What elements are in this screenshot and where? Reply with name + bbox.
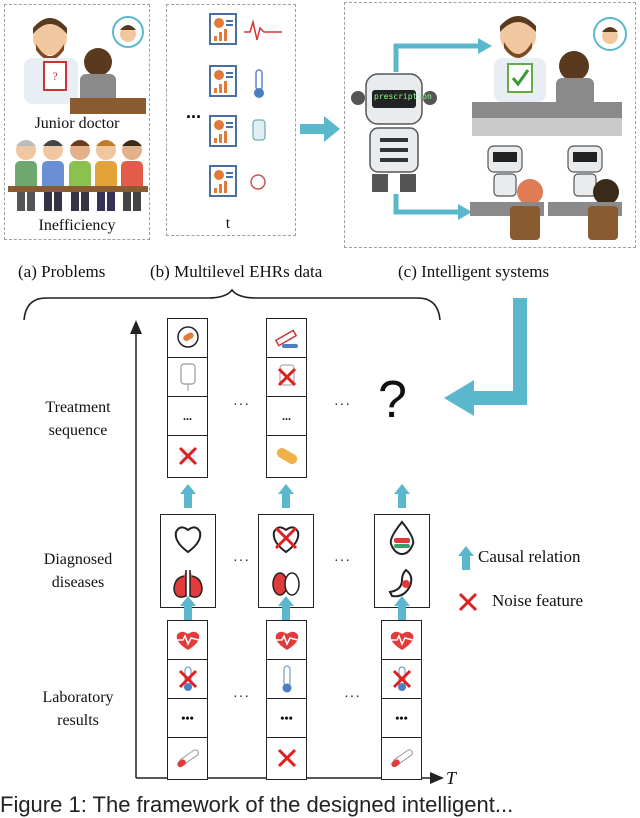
bold-dots-cell: ••• — [267, 699, 306, 738]
pill-icon — [267, 436, 306, 475]
diagnosed-column-1 — [160, 514, 216, 608]
thermometer-icon — [267, 660, 306, 699]
noise-cross-icon — [267, 358, 306, 397]
test-tube-icon — [168, 738, 207, 777]
brace-icon — [23, 288, 441, 321]
question-mark: ? — [378, 371, 407, 429]
caption-c: (c) Intelligent systems — [398, 262, 550, 281]
noise-cross-legend-icon — [458, 592, 478, 612]
legend-causal-label: Causal relation — [478, 547, 581, 566]
noise-cross-icon — [168, 660, 207, 699]
patients-queue-illustration — [8, 140, 148, 211]
treatment-column-2: ... — [266, 318, 307, 478]
panel-c-box — [344, 2, 636, 248]
ellipsis-lab-1: ··· — [233, 690, 250, 705]
heart-noise-icon — [259, 515, 313, 561]
causal-arrows — [180, 484, 410, 620]
ellipsis-treatment-1: ··· — [233, 398, 250, 413]
ellipsis-treatment-2: ··· — [334, 398, 351, 413]
dots-cell: ... — [267, 397, 306, 436]
test-tube-icon — [382, 738, 421, 777]
heart-rate-icon — [382, 621, 421, 660]
ellipsis-diagnosed-1: ··· — [233, 554, 250, 569]
noise-cross-icon — [267, 738, 306, 777]
figure-caption: Figure 1: The framework of the designed … — [0, 792, 514, 817]
caption-b: (b) Multilevel EHRs data — [150, 262, 323, 281]
heart-rate-icon — [168, 621, 207, 660]
drop-icon — [375, 515, 429, 561]
time-label: t — [225, 215, 231, 232]
lab-column-2: ••• — [266, 620, 307, 780]
row-label-treatment: Treatment sequence — [45, 399, 111, 440]
intelligent-system-illustration — [351, 16, 627, 240]
heart-rate-icon — [267, 621, 306, 660]
causal-arrow-legend-icon — [458, 546, 474, 570]
svg-text:?: ? — [52, 69, 57, 83]
noise-cross-icon — [168, 436, 207, 475]
bold-dots-cell: ••• — [168, 699, 207, 738]
bold-dots-cell: ••• — [382, 699, 421, 738]
ehr-records-illustration: ... — [186, 13, 282, 197]
stomach-icon — [375, 561, 429, 607]
robot-screen-text: prescription — [374, 92, 432, 101]
diagnosed-column-2 — [258, 514, 314, 608]
iv-bag-icon — [168, 358, 207, 397]
panel-a-box — [4, 4, 150, 240]
syringe-icon — [267, 319, 306, 358]
capsule-chat-icon — [168, 319, 207, 358]
junior-doctor-label: Junior doctor — [34, 115, 120, 132]
inefficiency-label: Inefficiency — [38, 217, 116, 234]
heart-noise-icon — [161, 515, 215, 561]
kidney-icon — [259, 561, 313, 607]
row-label-laboratory: Laboratory results — [42, 689, 114, 730]
diagnosed-column-3 — [374, 514, 430, 608]
caption-a: (a) Problems — [18, 262, 106, 281]
ellipsis-lab-2: ··· — [344, 690, 361, 705]
axis-label-T: T — [446, 768, 457, 788]
panel-b-box — [166, 4, 296, 236]
treatment-column-1: ... — [167, 318, 208, 478]
row-label-diagnosed: Diagnosed diseases — [43, 551, 113, 592]
lab-column-3: ••• — [381, 620, 422, 780]
bent-arrow-icon — [444, 298, 527, 416]
ellipsis-diagnosed-2: ··· — [334, 554, 351, 569]
junior-doctor-illustration: ? — [24, 16, 146, 114]
dots-cell: ... — [168, 397, 207, 436]
noise-cross-icon — [382, 660, 421, 699]
legend-noise-label: Noise feature — [492, 591, 584, 610]
svg-text:...: ... — [186, 102, 201, 122]
lungs-icon — [161, 561, 215, 607]
lab-column-1: ••• — [167, 620, 208, 780]
flow-arrow-icon — [300, 116, 340, 142]
